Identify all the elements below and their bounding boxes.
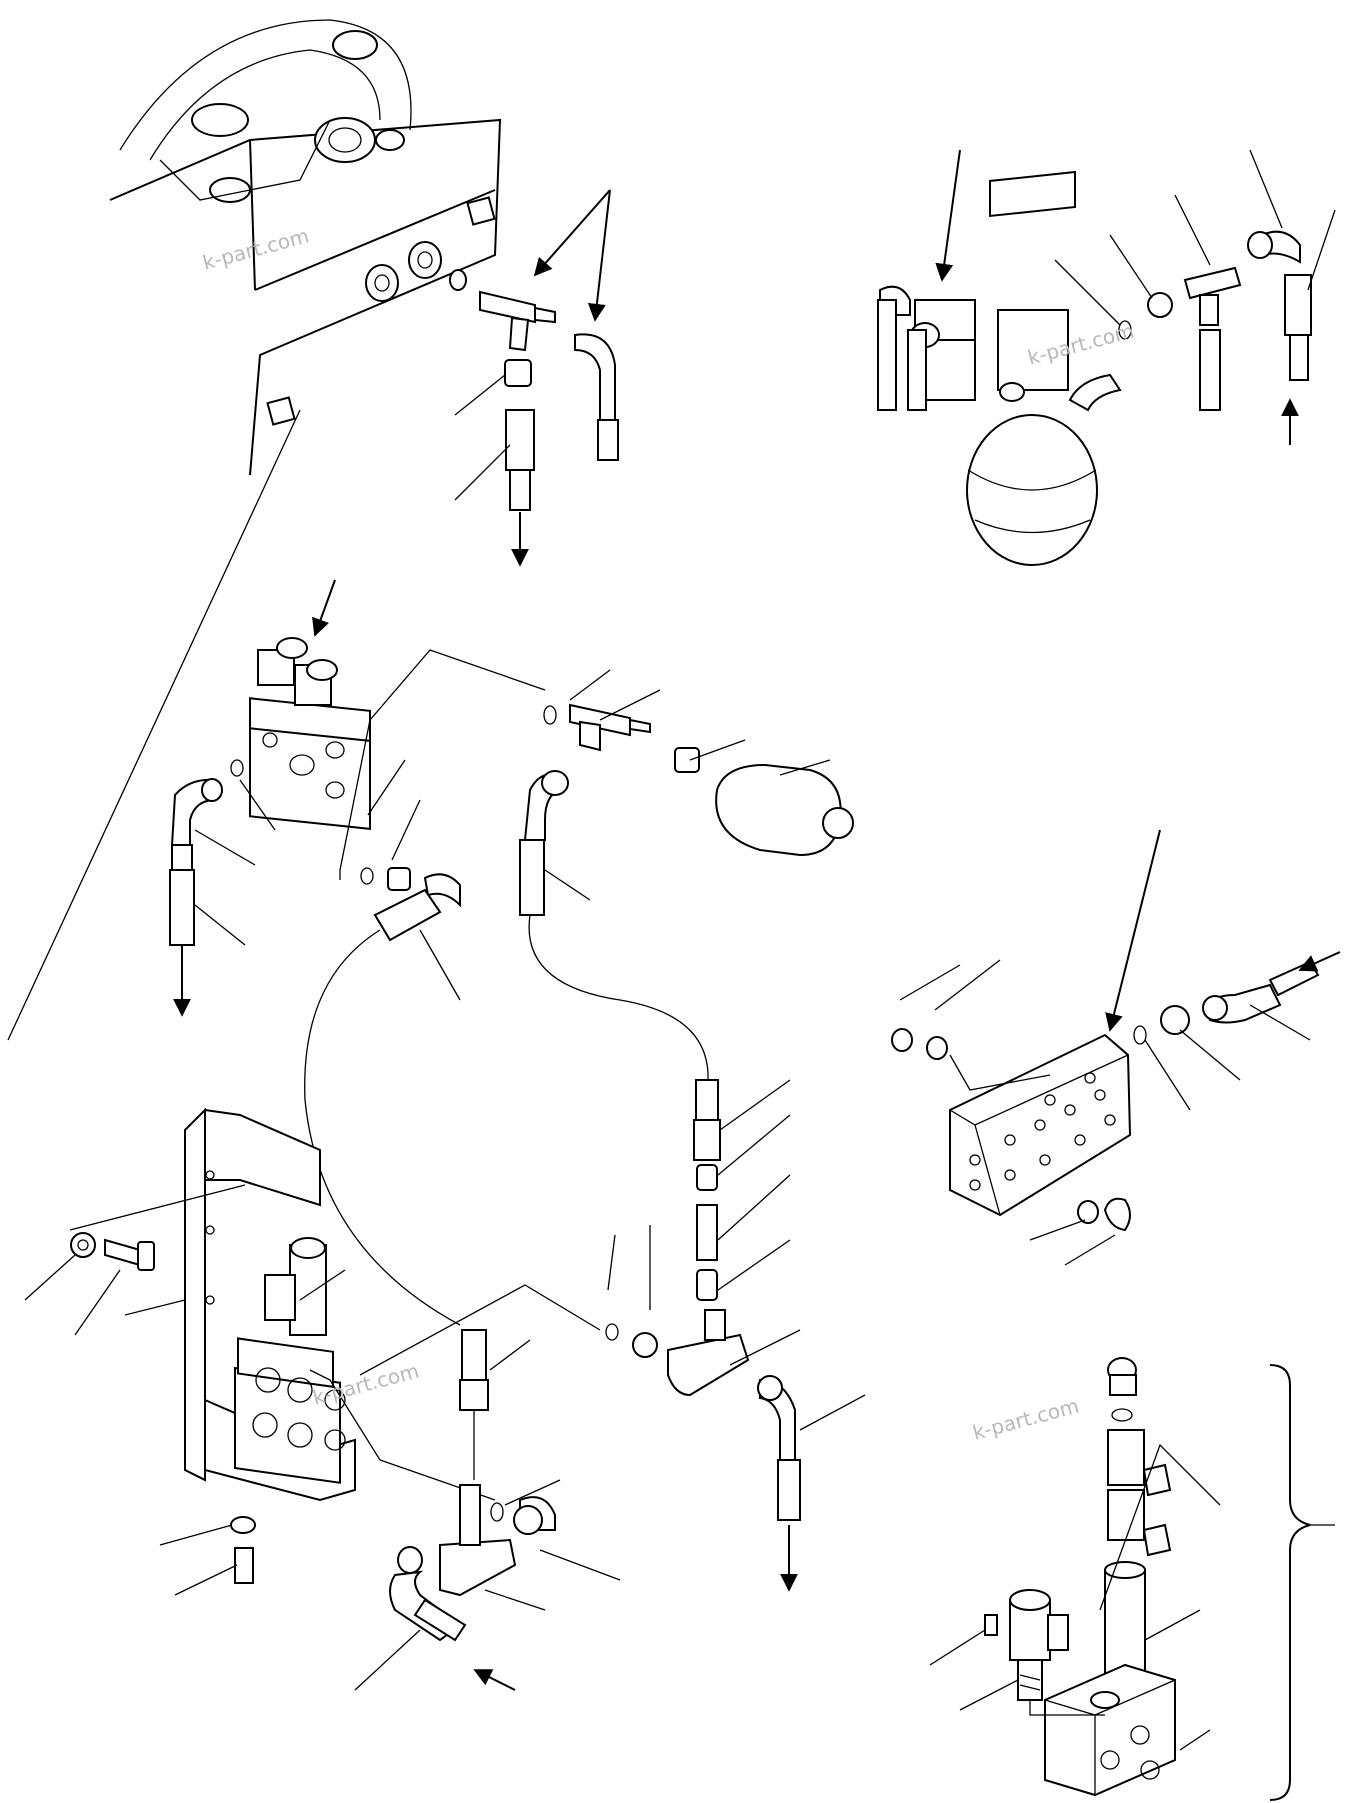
valve-block-upper xyxy=(169,579,546,1326)
watermark-4: k-part.com xyxy=(970,1393,1081,1444)
bracket-valve-assembly xyxy=(24,1107,496,1596)
tee-accumulator xyxy=(359,669,866,1592)
solenoid-valve-assembly xyxy=(929,1357,1335,1801)
lower-hose-tee xyxy=(354,1329,621,1691)
manifold-block xyxy=(891,829,1341,1266)
watermark-1: k-part.com xyxy=(200,223,311,274)
accumulator-filter-assembly xyxy=(877,149,1336,566)
tank-pump-assembly xyxy=(7,19,619,1041)
